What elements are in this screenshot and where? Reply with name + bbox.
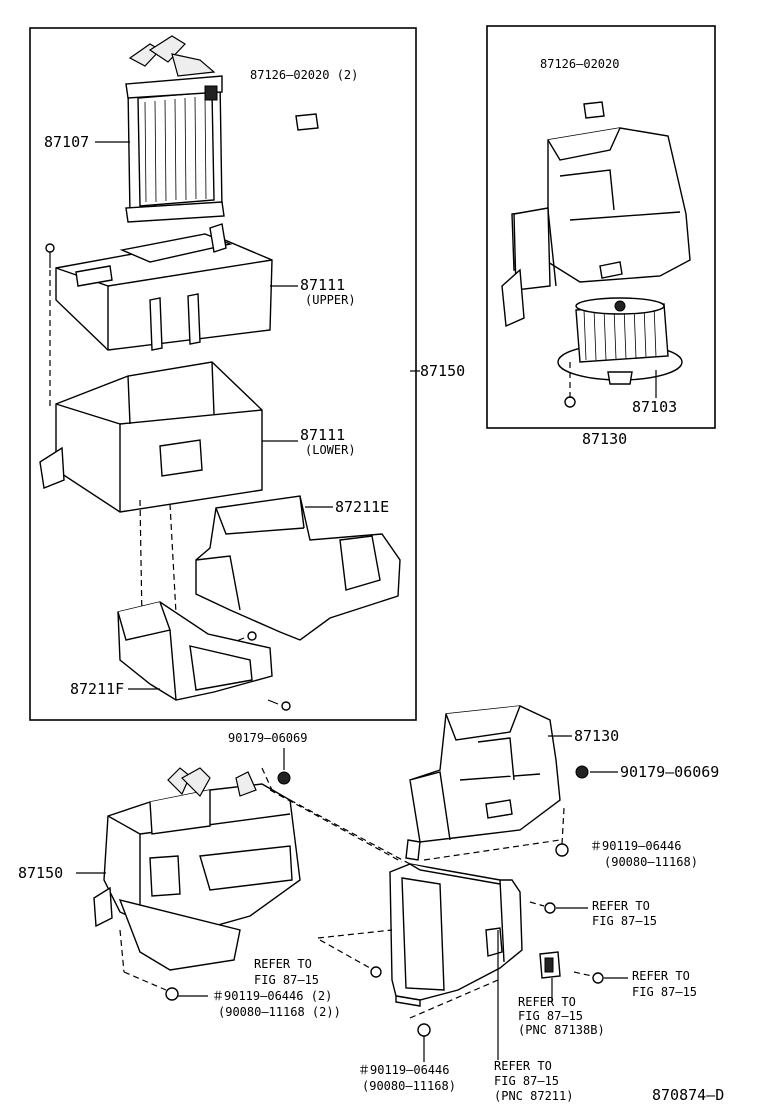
blower-group-frame xyxy=(486,25,716,429)
bolt-left xyxy=(165,987,179,1001)
blower-assembly-number: 87130 xyxy=(582,430,627,448)
upper-group-frame xyxy=(29,27,417,721)
bolt-left-line1: ＃90119–06446 (2) xyxy=(212,989,332,1003)
screw-right-top xyxy=(575,765,589,779)
radiator-drawing xyxy=(125,35,225,223)
case-upper-note: (UPPER) xyxy=(305,293,356,307)
blower-motor-drawing xyxy=(557,297,683,385)
screw-duct-f xyxy=(267,699,291,711)
case-lower-part-number: 87111 xyxy=(300,426,345,444)
bolt-right xyxy=(555,807,569,857)
bolt-refer-right xyxy=(529,901,556,914)
bolt-bottom-line1: ＃90119–06446 xyxy=(358,1063,449,1077)
bolt-bottom xyxy=(417,1023,431,1037)
upper-assembly-number: 87150 xyxy=(420,362,465,380)
blower-clip-part-number: 87126–02020 xyxy=(540,57,619,71)
blower-screw xyxy=(564,360,576,408)
refer-mid-line1: REFER TO xyxy=(518,995,576,1009)
refer-right-line1: REFER TO xyxy=(592,899,650,913)
duct-f-part-number: 87211F xyxy=(70,680,124,698)
screw-left-top-part-number: 90179–06069 xyxy=(228,731,307,745)
refer-far-right-line1: REFER TO xyxy=(632,969,690,983)
bolt-right-line1: ＃90119–06446 xyxy=(590,839,681,853)
bolt-bottom-line2: (90080–11168) xyxy=(362,1079,456,1093)
case-lower-drawing xyxy=(39,361,263,513)
blower-housing-drawing xyxy=(501,127,691,328)
refer-mid-line3: (PNC 87138B) xyxy=(518,1023,605,1037)
refer-far-right-line2: FIG 87–15 xyxy=(632,985,697,999)
refer-bottom-line2: FIG 87–15 xyxy=(494,1074,559,1088)
screw-left-upper xyxy=(45,243,55,268)
center-duct-drawing xyxy=(389,863,523,1007)
refer-left-line1: REFER TO xyxy=(254,957,312,971)
lower-blower-housing-drawing xyxy=(405,705,561,861)
screw-right-top-part-number: 90179–06069 xyxy=(620,763,719,781)
case-upper-drawing xyxy=(55,223,273,351)
duct-f-drawing xyxy=(117,601,273,701)
case-upper-part-number: 87111 xyxy=(300,276,345,294)
bolt-right-line2: (90080–11168) xyxy=(604,855,698,869)
duct-e-part-number: 87211E xyxy=(335,498,389,516)
refer-right-line2: FIG 87–15 xyxy=(592,914,657,928)
refer-bottom-line3: (PNC 87211) xyxy=(494,1089,573,1103)
refer-left-line2: FIG 87–15 xyxy=(254,973,319,987)
duct-e-drawing xyxy=(195,495,401,641)
lower-blower-assembly-number: 87130 xyxy=(574,727,619,745)
switch-module-drawing xyxy=(539,951,561,979)
clip-drawing xyxy=(295,113,319,131)
blower-motor-part-number: 87103 xyxy=(632,398,677,416)
lower-heater-assembly-number: 87150 xyxy=(18,864,63,882)
clip-part-number: 87126–02020 (2) xyxy=(250,68,358,82)
blower-clip-drawing xyxy=(583,101,605,119)
diagram-code: 870874–D xyxy=(652,1086,724,1104)
bolt-far-right xyxy=(573,971,604,984)
bolt-refer-left xyxy=(370,966,382,978)
refer-mid-line2: FIG 87–15 xyxy=(518,1009,583,1023)
radiator-part-number: 87107 xyxy=(44,133,89,151)
screw-left-top xyxy=(277,748,291,785)
case-lower-note: (LOWER) xyxy=(305,443,356,457)
lower-heater-housing-drawing xyxy=(93,767,301,971)
bolt-left-line2: (90080–11168 (2)) xyxy=(218,1005,341,1019)
refer-bottom-line1: REFER TO xyxy=(494,1059,552,1073)
